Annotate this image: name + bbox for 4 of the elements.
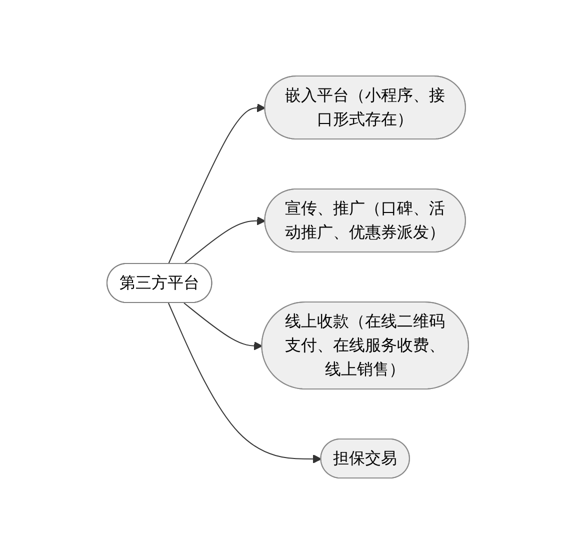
arrow: [183, 302, 262, 350]
arrow: [183, 216, 266, 264]
arrow: [168, 302, 322, 463]
arrow: [168, 102, 266, 264]
